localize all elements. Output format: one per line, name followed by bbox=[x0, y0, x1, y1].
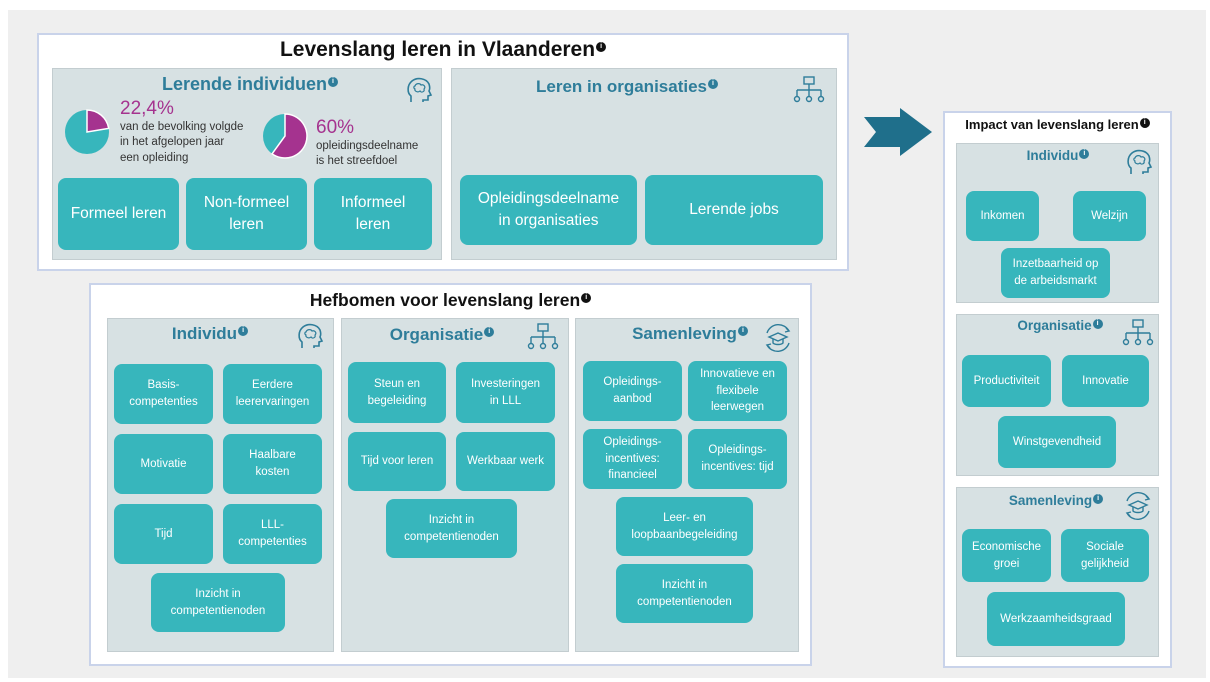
pie-chart-22-percent bbox=[65, 109, 110, 154]
pie-value-slice bbox=[271, 113, 308, 159]
statistic-participation-last-year: 22,4% van de bevolking volgde in het afg… bbox=[120, 98, 260, 166]
info-icon[interactable]: i bbox=[737, 326, 748, 337]
statistic-text: van de bevolking volgde in het afgelopen… bbox=[120, 120, 244, 164]
wellbeing-button[interactable]: Welzijn bbox=[1073, 191, 1146, 241]
org-chart-icon bbox=[793, 76, 825, 103]
learning-career-guidance-button[interactable]: Leer- en loopbaanbegeleiding bbox=[616, 497, 753, 556]
affordable-costs-button[interactable]: Haalbare kosten bbox=[223, 434, 322, 494]
innovation-button[interactable]: Innovatie bbox=[1062, 355, 1149, 407]
non-formal-learning-button[interactable]: Non-formeel leren bbox=[186, 178, 307, 250]
motivation-button[interactable]: Motivatie bbox=[114, 434, 213, 494]
employability-button[interactable]: Inzetbaarheid op de arbeidsmarkt bbox=[1001, 248, 1110, 298]
pie-value-slice bbox=[86, 109, 110, 133]
training-offer-button[interactable]: Opleidings- aanbod bbox=[583, 361, 682, 421]
productivity-button[interactable]: Productiviteit bbox=[962, 355, 1051, 407]
social-equality-button[interactable]: Sociale gelijkheid bbox=[1061, 529, 1149, 582]
training-incentives-financial-button[interactable]: Opleidings- incentives: financieel bbox=[583, 429, 682, 489]
brain-head-icon bbox=[298, 323, 324, 348]
competence-needs-insight-button[interactable]: Inzicht in competentienoden bbox=[386, 499, 517, 558]
brain-head-icon bbox=[1127, 149, 1153, 174]
statistic-text: opleidingsdeelname is het streefdoel bbox=[316, 139, 419, 168]
investments-lll-button[interactable]: Investeringen in LLL bbox=[456, 362, 555, 423]
training-participation-organisations-button[interactable]: Opleidingsdeelname in organisaties bbox=[460, 175, 637, 245]
profitability-button[interactable]: Winstgevendheid bbox=[998, 416, 1116, 468]
info-icon[interactable]: i bbox=[328, 77, 339, 87]
statistic-target: 60% opleidingsdeelname is het streefdoel bbox=[316, 117, 441, 170]
info-icon[interactable]: i bbox=[1139, 117, 1150, 128]
support-guidance-button[interactable]: Steun en begeleiding bbox=[348, 362, 446, 423]
competence-needs-insight-button[interactable]: Inzicht in competentienoden bbox=[151, 573, 285, 632]
formal-learning-button[interactable]: Formeel leren bbox=[58, 178, 179, 250]
org-chart-icon bbox=[527, 323, 559, 350]
informal-learning-button[interactable]: Informeel leren bbox=[314, 178, 432, 250]
info-icon[interactable]: i bbox=[596, 42, 607, 52]
innovative-flexible-pathways-button[interactable]: Innovatieve en flexibele leerwegen bbox=[688, 361, 787, 421]
competence-needs-insight-button[interactable]: Inzicht in competentienoden bbox=[616, 564, 753, 623]
pie-chart-60-percent bbox=[263, 113, 308, 159]
workable-work-button[interactable]: Werkbaar werk bbox=[456, 432, 555, 491]
info-icon[interactable]: i bbox=[1092, 318, 1103, 329]
graduation-cap-cycle-icon bbox=[1125, 492, 1151, 520]
learning-jobs-button[interactable]: Lerende jobs bbox=[645, 175, 823, 245]
arrow-right-icon bbox=[864, 108, 932, 156]
employment-rate-button[interactable]: Werkzaamheidsgraad bbox=[987, 592, 1125, 646]
graduation-cap-cycle-icon bbox=[765, 324, 791, 352]
lll-competences-button[interactable]: LLL- competenties bbox=[223, 504, 322, 564]
income-button[interactable]: Inkomen bbox=[966, 191, 1039, 241]
info-icon[interactable]: i bbox=[708, 79, 718, 90]
info-icon[interactable]: i bbox=[1079, 148, 1090, 159]
time-for-learning-button[interactable]: Tijd voor leren bbox=[348, 432, 446, 491]
training-incentives-time-button[interactable]: Opleidings- incentives: tijd bbox=[688, 429, 787, 489]
info-icon[interactable]: i bbox=[581, 293, 592, 304]
info-icon[interactable]: i bbox=[238, 326, 249, 337]
economic-growth-button[interactable]: Economische groei bbox=[962, 529, 1051, 582]
info-icon[interactable]: i bbox=[1093, 493, 1104, 504]
brain-head-icon bbox=[407, 77, 433, 102]
previous-learning-experiences-button[interactable]: Eerdere leerervaringen bbox=[223, 364, 322, 424]
statistic-percentage: 60% bbox=[316, 117, 355, 138]
info-icon[interactable]: i bbox=[484, 327, 495, 338]
basic-competences-button[interactable]: Basis- competenties bbox=[114, 364, 213, 424]
statistic-percentage: 22,4% bbox=[120, 98, 174, 119]
org-chart-icon bbox=[1122, 319, 1154, 346]
time-button[interactable]: Tijd bbox=[114, 504, 213, 564]
